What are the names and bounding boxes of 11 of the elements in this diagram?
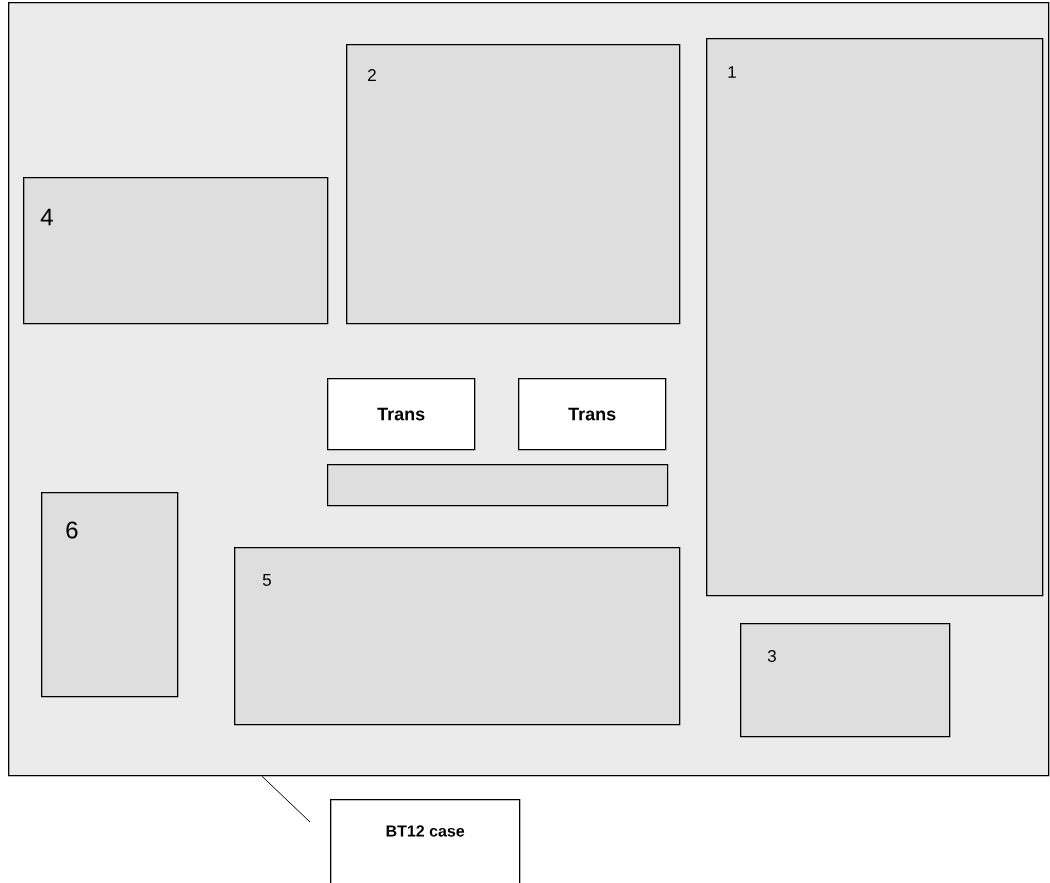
component-box: 5 (234, 547, 681, 726)
label-box: BT12 case (330, 799, 521, 883)
trans-box: Trans (518, 378, 667, 451)
trans-box: Trans (327, 378, 476, 451)
component-box: 6 (41, 492, 179, 698)
component-box: 2 (346, 44, 681, 325)
component-box: 3 (740, 623, 951, 738)
strip-box (327, 464, 669, 507)
component-box: 4 (23, 177, 329, 325)
component-box: 1 (706, 38, 1044, 597)
leader-line (261, 775, 311, 823)
